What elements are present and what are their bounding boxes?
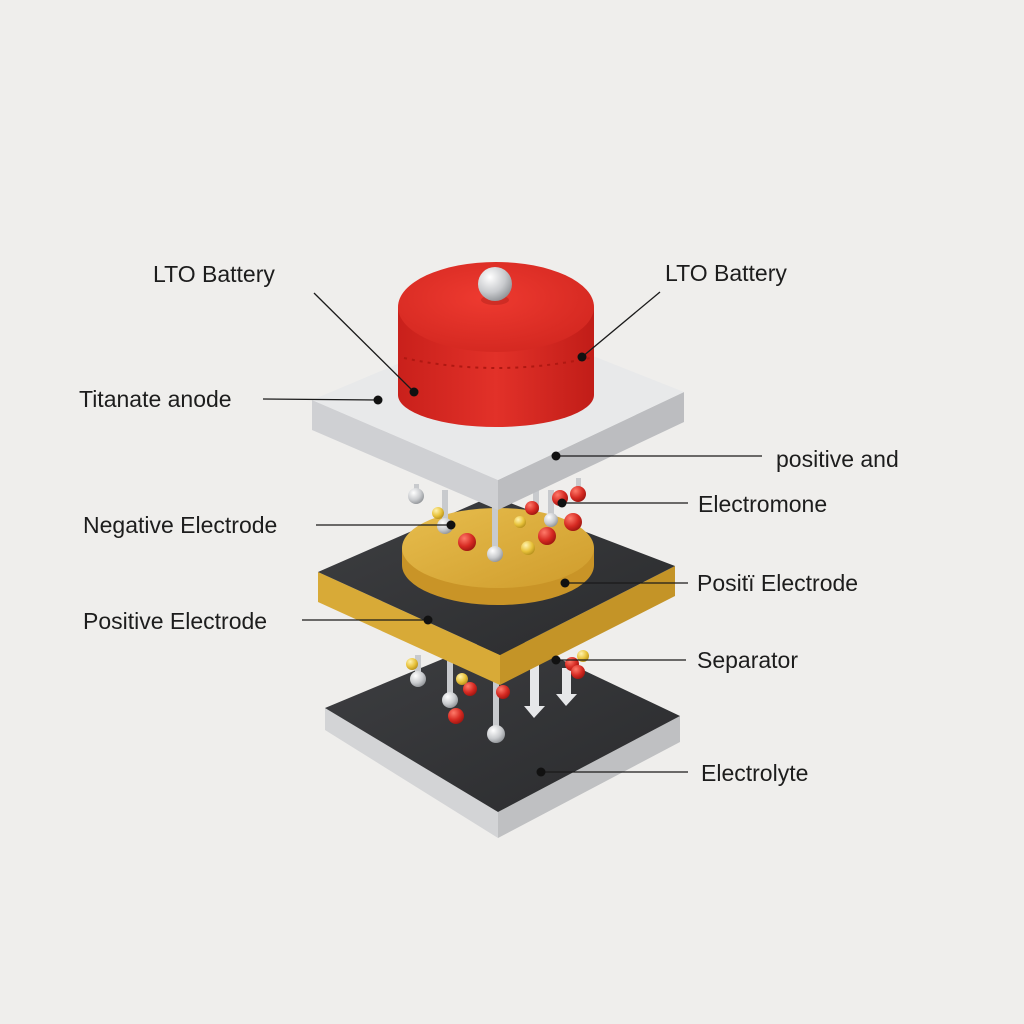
label-posite-electrode: Positї Electrode <box>697 570 859 596</box>
label-separator: Separator <box>697 647 799 673</box>
terminal-knob <box>478 267 512 301</box>
label-positive-and: positive and <box>776 446 899 472</box>
upper-ion-cluster <box>408 478 586 562</box>
lower-ion-cluster <box>406 650 589 743</box>
leader-lines <box>262 291 762 777</box>
label-electromone: Electromone <box>698 491 828 517</box>
lto-battery-cap <box>398 262 594 427</box>
label-electrolyte: Electrolyte <box>701 760 809 786</box>
label-lto-battery-right: LTO Battery <box>665 260 787 286</box>
label-titanate-anode: Titanate anode <box>79 386 232 412</box>
label-negative-electrode: Negative Electrode <box>83 512 278 538</box>
label-lto-battery-left: LTO Battery <box>153 261 275 287</box>
label-positive-electrode: Positive Electrode <box>83 608 268 634</box>
